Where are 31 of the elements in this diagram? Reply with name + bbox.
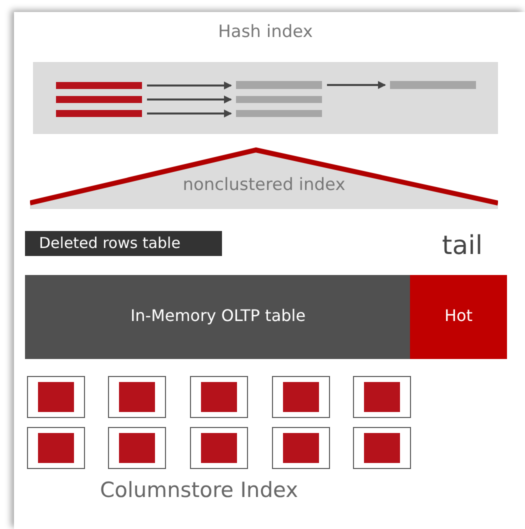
arrow [147,82,232,90]
bucket-bar [56,96,142,103]
bucket-bar [390,81,476,89]
bucket-bar [236,110,322,117]
table-bar [25,231,222,256]
table-label: Deleted rows table [39,234,180,252]
block-frame [353,427,411,469]
block-frame [27,427,85,469]
table-bar [25,275,411,359]
bucket-bar [236,96,322,103]
block-frame [190,427,248,469]
table-label: In-Memory OLTP table [129,306,307,325]
bucket-bar [56,82,142,89]
block-frame [108,376,166,418]
segment-label: Hot [443,306,474,325]
block-frame [272,427,330,469]
block-frame [190,376,248,418]
block-frame [272,376,330,418]
arrow [147,110,232,118]
triangle-label: nonclustered index [182,175,346,195]
panel-heading: Hash index [217,22,314,42]
bucket-bar [56,110,142,117]
bucket-bar [236,81,322,89]
tail-label: tail [442,231,483,261]
tree-triangle [30,147,498,209]
block-frame [27,376,85,418]
arrow [147,96,232,104]
block-frame [108,427,166,469]
arrow [327,81,386,89]
caption-label: Columnstore Index [100,478,298,502]
block-frame [353,376,411,418]
